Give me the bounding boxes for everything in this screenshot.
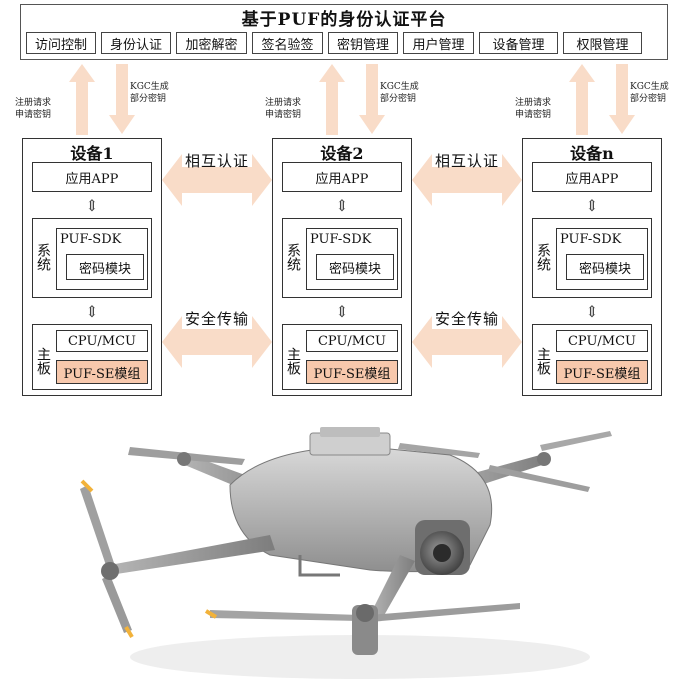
puf-se-box[interactable]: PUF-SE模组 [306,360,398,384]
puf-se-box[interactable]: PUF-SE模组 [556,360,648,384]
request-label-line2: 申请密钥 [265,110,302,120]
secure-transfer-arrow [162,316,272,368]
connector-icon: ⇕ [585,195,599,215]
connector-icon: ⇕ [335,195,349,215]
kgc-label-line1: KGC生成 [380,82,419,92]
sdk-label: PUF-SDK [310,232,372,247]
app-box[interactable]: 应用APP [532,162,652,192]
mutual-auth-arrow [162,154,272,206]
crypto-module-box[interactable]: 密码模块 [316,254,394,280]
request-up-arrow [569,64,595,135]
request-label-line2: 申请密钥 [515,110,552,120]
device-title: 设备n [570,144,614,163]
device-title: 设备2 [320,144,364,163]
request-up-arrow [319,64,345,135]
mutual-auth-label: 相互认证 [434,151,499,170]
app-box[interactable]: 应用APP [32,162,152,192]
platform-tab-7[interactable]: 设备管理 [479,32,558,54]
connector-icon: ⇕ [585,301,599,321]
kgc-label-line1: KGC生成 [130,82,169,92]
sdk-label: PUF-SDK [560,232,622,247]
kgc-down-arrow [359,64,385,134]
kgc-label-line2: 部分密钥 [380,94,417,104]
platform-tab-8[interactable]: 权限管理 [563,32,642,54]
cpu-box[interactable]: CPU/MCU [306,330,398,352]
cpu-box[interactable]: CPU/MCU [556,330,648,352]
kgc-down-arrow [109,64,135,134]
platform-tab-3[interactable]: 加密解密 [176,32,247,54]
request-label-line1: 注册请求 [515,98,552,108]
platform-title: 基于PUF的身份认证平台 [241,9,447,30]
request-up-arrow [69,64,95,135]
secure-transfer-label: 安全传输 [434,309,499,328]
puf-se-box[interactable]: PUF-SE模组 [56,360,148,384]
board-label: 主板 [285,347,301,375]
crypto-module-box[interactable]: 密码模块 [66,254,144,280]
secure-transfer-arrow [412,316,522,368]
crypto-module-box[interactable]: 密码模块 [566,254,644,280]
kgc-label-line1: KGC生成 [630,82,669,92]
board-label: 主板 [535,347,551,375]
board-label: 主板 [35,347,51,375]
system-label: 系统 [35,243,51,271]
platform-tab-1[interactable]: 访问控制 [26,32,96,54]
platform-tab-2[interactable]: 身份认证 [101,32,171,54]
kgc-down-arrow [609,64,635,134]
mutual-auth-arrow [412,154,522,206]
connector-icon: ⇕ [85,301,99,321]
arrow-layer [69,64,635,368]
platform-tab-5[interactable]: 密钥管理 [328,32,398,54]
secure-transfer-label: 安全传输 [184,309,249,328]
app-box[interactable]: 应用APP [282,162,402,192]
platform-tab-6[interactable]: 用户管理 [403,32,474,54]
drone-illustration [80,427,612,679]
system-label: 系统 [285,243,301,271]
device-title: 设备1 [70,144,114,163]
sdk-label: PUF-SDK [60,232,122,247]
kgc-label-line2: 部分密钥 [130,94,167,104]
connector-icon: ⇕ [335,301,349,321]
kgc-label-line2: 部分密钥 [630,94,667,104]
request-label-line1: 注册请求 [15,98,52,108]
connector-icon: ⇕ [85,195,99,215]
mutual-auth-label: 相互认证 [184,151,249,170]
request-label-line1: 注册请求 [265,98,302,108]
cpu-box[interactable]: CPU/MCU [56,330,148,352]
platform-tab-4[interactable]: 签名验签 [252,32,323,54]
system-label: 系统 [535,243,551,271]
request-label-line2: 申请密钥 [15,110,52,120]
